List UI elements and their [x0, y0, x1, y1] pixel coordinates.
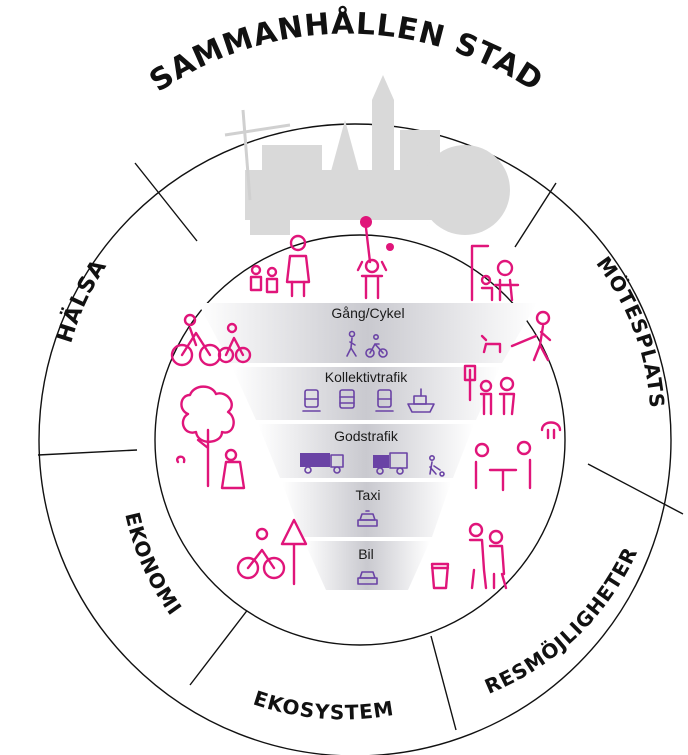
tier-label-gang-cykel: Gång/Cykel: [331, 305, 404, 321]
walk-icon: [346, 330, 357, 357]
train-icon: [302, 389, 321, 412]
tier-label-kollektivtrafik: Kollektivtrafik: [325, 369, 408, 385]
divider-6: [430, 635, 457, 731]
tier-label-taxi: Taxi: [356, 487, 381, 503]
truck-large-icon: [300, 453, 344, 474]
cyclist-family-icon: [170, 313, 252, 367]
balloon-child-icon: [356, 216, 394, 300]
divider-3: [37, 449, 138, 456]
tree-icon: [176, 385, 246, 490]
porter-icon: [428, 454, 445, 477]
tier-gang-cykel: [198, 303, 537, 363]
couple-walking-icon: [430, 522, 508, 590]
title-sammanhallen-stad: SAMMANHÅLLEN STAD: [144, 5, 550, 100]
divider-5: [189, 607, 250, 686]
bus-icon: [339, 389, 355, 409]
divider-1: [134, 162, 198, 242]
crane-icon: [224, 109, 291, 201]
mobility-pyramid: [198, 303, 537, 590]
ring-dividers: [37, 162, 684, 731]
taxi-icon: [357, 510, 378, 527]
truck-small-icon: [373, 452, 408, 475]
tier-taxi: [282, 482, 451, 537]
divider-4: [587, 463, 684, 515]
city-skyline: [245, 75, 510, 235]
cafe-table-icon: [474, 421, 562, 492]
dog-walker-icon: [480, 310, 552, 362]
playground-icon: [470, 244, 520, 302]
child-cyclist-icon: [236, 518, 308, 586]
tier-label-godstrafik: Godstrafik: [334, 428, 399, 444]
car-icon: [357, 571, 378, 585]
divider-2: [514, 182, 557, 248]
ferry-icon: [407, 388, 435, 413]
family-icon: [249, 234, 311, 298]
tier-bil: [304, 541, 430, 590]
bicycle-icon: [365, 333, 388, 358]
tier-label-bil: Bil: [358, 546, 374, 562]
bus-stop-people-icon: [463, 364, 516, 416]
tram-icon: [375, 389, 394, 412]
